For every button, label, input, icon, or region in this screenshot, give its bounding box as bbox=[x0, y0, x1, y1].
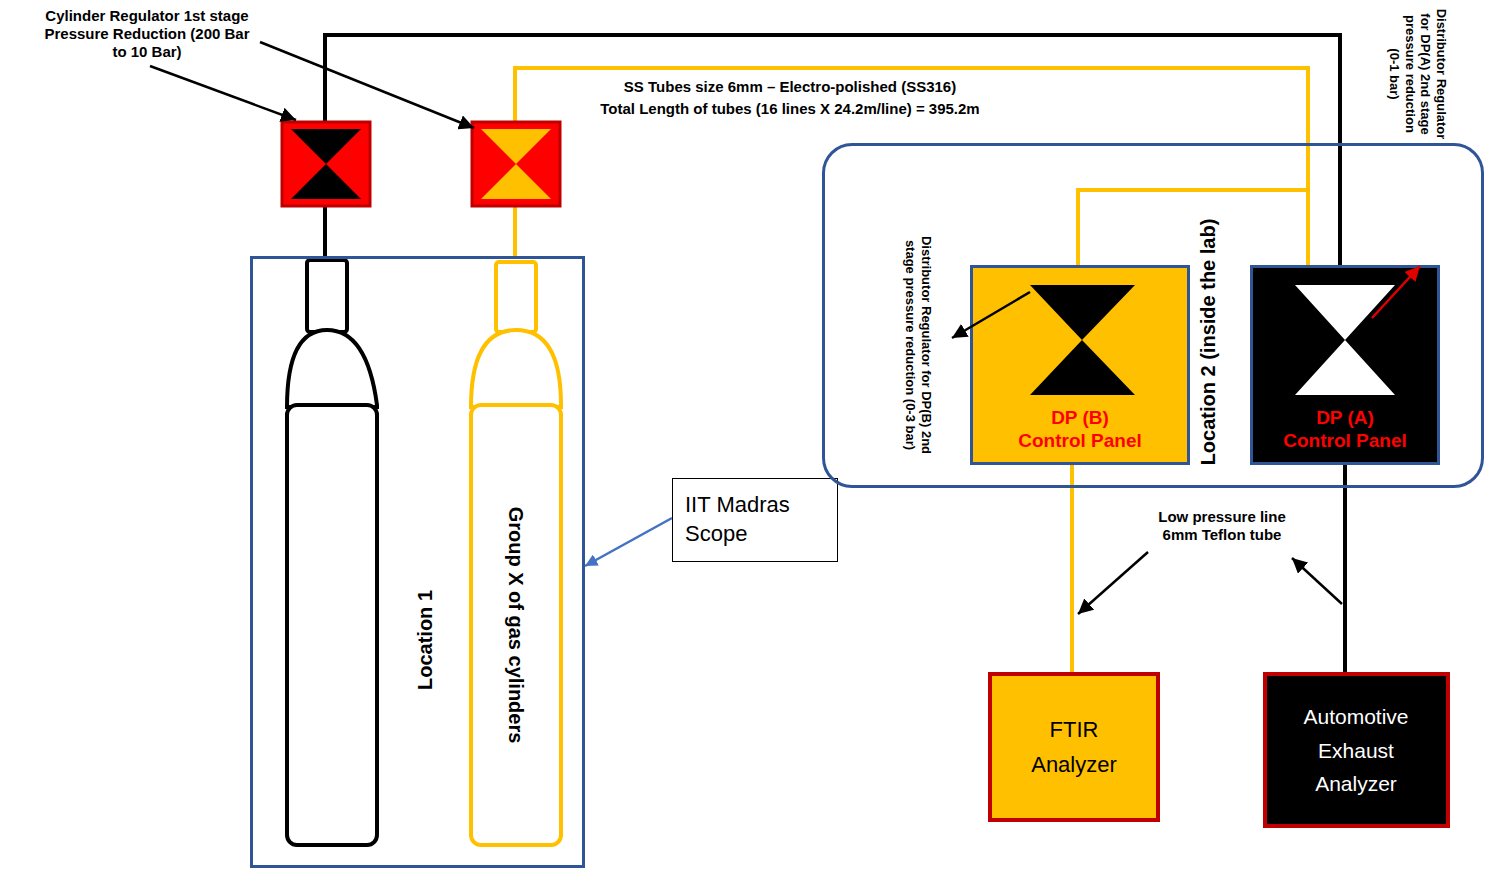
regulator-body bbox=[282, 122, 370, 206]
leader-line bbox=[150, 66, 296, 120]
regulator-hourglass bbox=[481, 129, 551, 199]
gas-line bbox=[515, 68, 1308, 265]
location-group: Location 1 Group X of gas cylinders bbox=[250, 256, 585, 868]
callout-note: Cylinder Regulator 1st stage Pressure Re… bbox=[40, 7, 255, 61]
leader-line bbox=[952, 292, 1030, 338]
leader-line bbox=[1078, 552, 1148, 614]
callout-note: Low pressure line 6mm Teflon tube bbox=[1147, 508, 1297, 544]
leader-line bbox=[1372, 266, 1420, 318]
cylinder-valve bbox=[307, 260, 347, 332]
regulator-hourglass bbox=[1295, 285, 1395, 395]
node-title: Location 1 bbox=[413, 590, 437, 690]
cylinder-valve bbox=[496, 262, 536, 332]
cylinder-body bbox=[287, 405, 377, 845]
node-subtitle: Group X of gas cylinders bbox=[504, 507, 528, 744]
regulator-symbol bbox=[472, 122, 560, 206]
cylinder-dome bbox=[287, 330, 377, 407]
callout-note: Distributor Regulator for DP(B) 2nd stag… bbox=[902, 235, 933, 455]
node-title: Automotive Exhaust Analyzer bbox=[1291, 700, 1421, 801]
scope-note-box: IIT Madras Scope bbox=[672, 478, 838, 562]
gas-line bbox=[515, 68, 1308, 265]
gas-line bbox=[325, 35, 1340, 265]
pointer-arrow bbox=[585, 518, 672, 566]
gas-cylinder bbox=[287, 260, 377, 845]
analyzer-box: Automotive Exhaust Analyzer bbox=[1263, 672, 1450, 828]
cylinder-body bbox=[471, 405, 561, 845]
gas-line bbox=[1343, 465, 1347, 672]
control-panel: DP (B) Control Panel bbox=[970, 265, 1190, 465]
regulator-symbol bbox=[282, 122, 370, 206]
control-panel: DP (A) Control Panel bbox=[1250, 265, 1440, 465]
node-title: DP (B) Control Panel bbox=[1017, 407, 1144, 453]
leader-line bbox=[1292, 558, 1342, 604]
tube-spec: Total Length of tubes (16 lines X 24.2m/… bbox=[600, 100, 979, 118]
node-title: FTIR Analyzer bbox=[1019, 712, 1129, 782]
gas-line bbox=[1070, 465, 1074, 672]
gas-cylinder bbox=[471, 262, 561, 845]
node-title: IIT Madras Scope bbox=[685, 491, 825, 548]
regulator-hourglass bbox=[1030, 285, 1135, 395]
regulator-hourglass bbox=[291, 129, 361, 199]
analyzer-box: FTIR Analyzer bbox=[988, 672, 1160, 822]
node-title: Location 2 (inside the lab) bbox=[1196, 219, 1220, 466]
tube-spec: SS Tubes size 6mm – Electro-polished (SS… bbox=[624, 78, 956, 96]
regulator-body bbox=[472, 122, 560, 206]
node-title: DP (A) Control Panel bbox=[1282, 407, 1409, 453]
leader-line bbox=[260, 42, 474, 128]
cylinder-dome bbox=[471, 330, 561, 407]
callout-note: Distributor Regulator for DP(A) 2nd stag… bbox=[1387, 8, 1449, 140]
